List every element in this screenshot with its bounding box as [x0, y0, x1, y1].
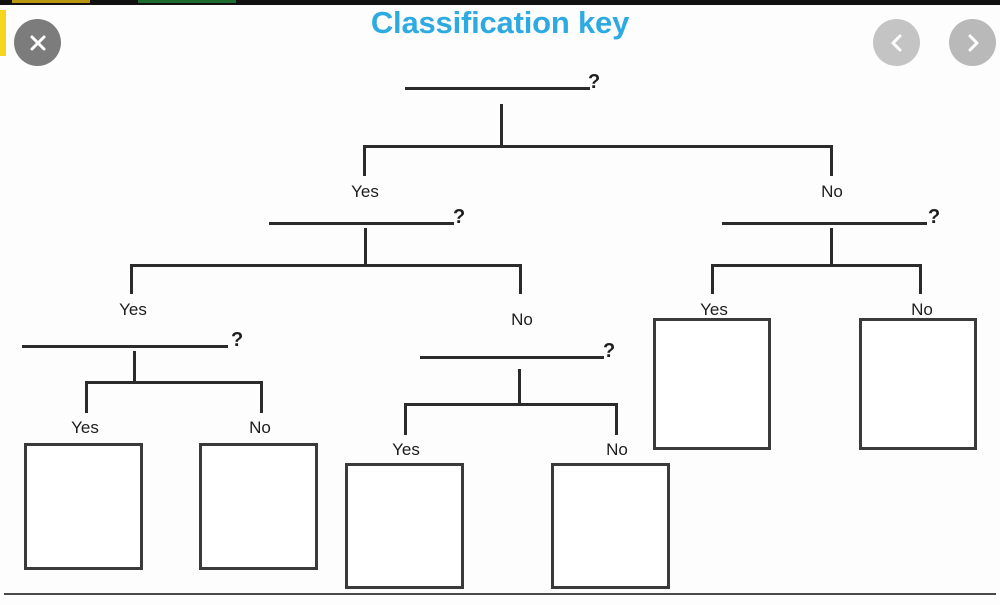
connector-bar-q2 — [130, 264, 522, 267]
branch-label-no-3: No — [911, 300, 933, 319]
connector-drop-q4-yes — [85, 381, 88, 413]
connector-stem-q2 — [364, 228, 367, 266]
previous-slide-button[interactable] — [873, 19, 920, 66]
connector-drop-q2-yes — [130, 264, 133, 294]
branch-label-no-4: No — [249, 418, 271, 437]
top-chrome-bar — [0, 0, 1000, 5]
branch-label-yes-5: Yes — [392, 440, 420, 459]
left-edge-yellow-strip — [0, 10, 6, 56]
top-bar-yellow-segment — [12, 0, 90, 3]
connector-drop-q5-yes — [404, 403, 407, 435]
connector-stem-q4 — [133, 351, 136, 383]
question-line-q4[interactable] — [22, 345, 228, 348]
connector-bar-q1 — [363, 145, 833, 148]
connector-bar-q4 — [85, 381, 263, 384]
connector-stem-q1 — [500, 104, 503, 147]
top-bar-green-segment — [138, 0, 236, 3]
connector-stem-q5 — [518, 369, 521, 405]
question-mark-q3: ? — [928, 206, 941, 228]
answer-box-right-yes[interactable] — [653, 318, 771, 450]
question-line-q3[interactable] — [722, 222, 927, 225]
branch-label-no-1: No — [821, 182, 843, 201]
branch-label-no-2: No — [511, 310, 533, 329]
connector-drop-q4-no — [260, 381, 263, 413]
page-title: Classification key — [370, 5, 630, 40]
branch-label-yes-4: Yes — [71, 418, 99, 437]
connector-drop-q3-yes — [711, 264, 714, 294]
answer-box-right-no[interactable] — [859, 318, 977, 450]
answer-box-left-no[interactable] — [199, 443, 318, 570]
branch-label-yes-1: Yes — [351, 182, 379, 201]
question-mark-q2: ? — [453, 206, 466, 228]
connector-drop-q1-yes — [363, 145, 366, 176]
branch-label-no-5: No — [606, 440, 628, 459]
connector-bar-q5 — [404, 403, 618, 406]
branch-label-yes-3: Yes — [700, 300, 728, 319]
connector-drop-q1-no — [830, 145, 833, 176]
next-slide-button[interactable] — [949, 19, 996, 66]
question-mark-q5: ? — [603, 340, 616, 362]
question-line-q5[interactable] — [420, 356, 604, 359]
connector-drop-q2-no — [519, 264, 522, 294]
answer-box-middle-yes[interactable] — [345, 463, 464, 589]
close-icon — [30, 35, 45, 50]
close-button[interactable] — [14, 19, 61, 66]
connector-bar-q3 — [711, 264, 922, 267]
question-line-q1[interactable] — [405, 87, 590, 90]
connector-drop-q3-no — [919, 264, 922, 294]
answer-box-middle-no[interactable] — [551, 463, 670, 589]
question-mark-q1: ? — [588, 71, 601, 93]
chevron-right-icon — [968, 34, 978, 51]
question-mark-q4: ? — [231, 329, 244, 351]
question-line-q2[interactable] — [269, 222, 454, 225]
bottom-divider — [4, 593, 996, 595]
connector-stem-q3 — [830, 228, 833, 266]
answer-box-left-yes[interactable] — [24, 443, 143, 570]
connector-drop-q5-no — [615, 403, 618, 435]
chevron-left-icon — [891, 34, 901, 51]
branch-label-yes-2: Yes — [119, 300, 147, 319]
